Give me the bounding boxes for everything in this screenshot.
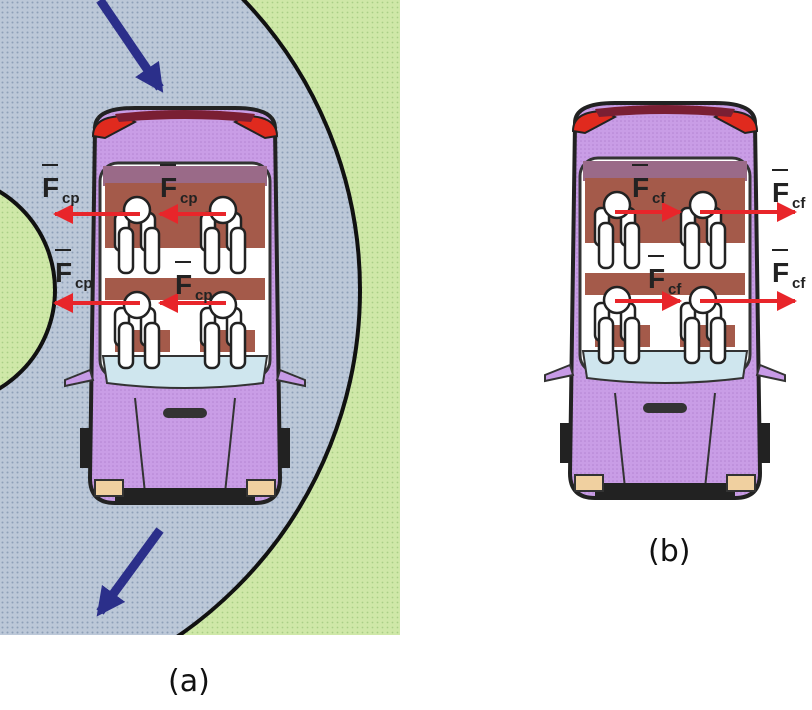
car-a <box>63 106 307 505</box>
motion-arrow-bottom <box>96 527 164 617</box>
force-label-a-1: F cp <box>42 164 80 207</box>
svg-text:F: F <box>632 172 649 203</box>
svg-text:F: F <box>772 177 789 208</box>
svg-text:cp: cp <box>75 275 93 292</box>
svg-text:cp: cp <box>195 287 213 304</box>
svg-text:F: F <box>772 257 789 288</box>
force-label-b-2: F cf <box>772 169 806 212</box>
svg-text:cf: cf <box>652 190 666 207</box>
panel-a-scene: F cp F cp F cp F cp <box>0 0 400 635</box>
panel-a-caption: (a) <box>168 664 210 699</box>
force-label-a-3: F cp <box>55 249 93 292</box>
force-label-a-4: F cp <box>175 261 213 304</box>
force-arrows-b <box>615 202 797 311</box>
force-label-b-1: F cf <box>632 164 666 207</box>
inner-grass <box>0 189 57 391</box>
force-arrows-a <box>53 204 226 313</box>
svg-text:F: F <box>648 263 665 294</box>
motion-arrow-top <box>96 0 164 93</box>
svg-text:cf: cf <box>668 281 682 298</box>
svg-text:F: F <box>175 269 192 300</box>
svg-text:F: F <box>55 257 72 288</box>
force-label-b-3: F cf <box>648 255 682 298</box>
force-label-a-2: F cp <box>160 164 198 207</box>
svg-text:cf: cf <box>792 275 806 292</box>
svg-text:cp: cp <box>62 190 80 207</box>
panel-b-caption: (b) <box>648 534 691 569</box>
panel-b-scene: F cf F cf F cf F cf <box>543 101 806 500</box>
svg-text:cp: cp <box>180 190 198 207</box>
svg-text:F: F <box>160 172 177 203</box>
svg-text:F: F <box>42 172 59 203</box>
svg-text:cf: cf <box>792 195 806 212</box>
force-label-b-4: F cf <box>772 249 806 292</box>
